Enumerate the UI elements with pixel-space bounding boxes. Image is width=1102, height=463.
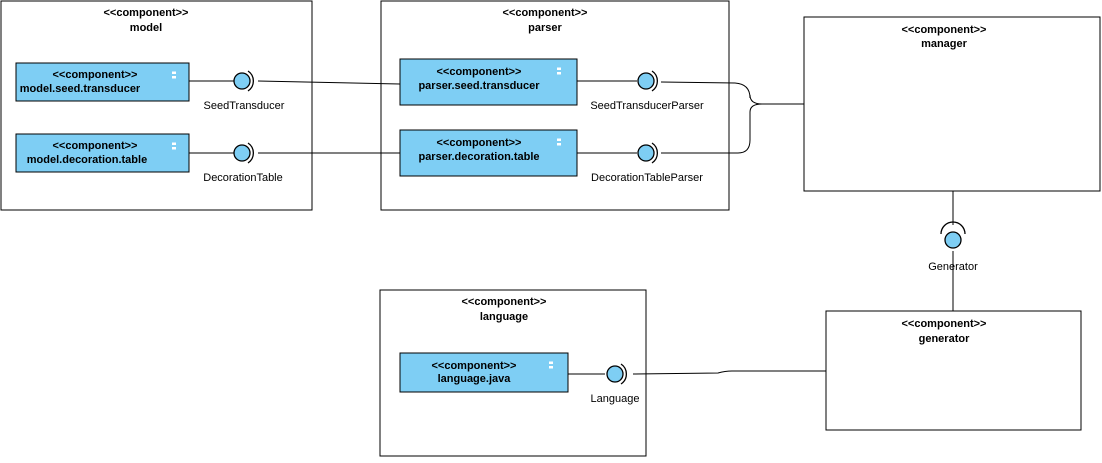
interface-label: Generator	[928, 261, 978, 273]
generator-component[interactable]: <<component>> generator	[825, 310, 1082, 431]
required-interface-socket	[651, 70, 658, 92]
language-interface[interactable]: Language	[591, 363, 640, 405]
generator-interface[interactable]: Generator	[928, 221, 978, 273]
interface-label: Language	[591, 393, 640, 405]
provided-interface-ball	[233, 144, 251, 162]
model-seed-transducer-component[interactable]: <<component>> model.seed.transducer	[15, 62, 190, 102]
stereotype-label: <<component>>	[437, 66, 522, 78]
stereotype-label: <<component>>	[53, 140, 138, 152]
required-interface-socket	[247, 70, 254, 92]
model-decoration-table-component[interactable]: <<component>> model.decoration.table	[15, 133, 190, 173]
interface-label: DecorationTable	[203, 172, 283, 184]
component-name: manager	[921, 38, 968, 50]
component-name: generator	[919, 333, 970, 345]
stereotype-label: <<component>>	[902, 318, 987, 330]
connectors	[189, 80, 954, 375]
provided-interface-ball	[637, 144, 655, 162]
required-interface-socket	[940, 221, 966, 235]
stereotype-label: <<component>>	[462, 296, 547, 308]
required-interface-socket	[620, 363, 627, 385]
component-name: parser.seed.transducer	[418, 80, 540, 92]
decoration-table-parser-interface[interactable]: DecorationTableParser	[591, 142, 703, 184]
connector-line	[257, 80, 401, 85]
connector-line	[661, 103, 763, 154]
seed-transducer-parser-interface[interactable]: SeedTransducerParser	[590, 70, 704, 112]
provided-interface-ball	[606, 365, 624, 383]
component-name: language.java	[438, 373, 512, 385]
stereotype-label: <<component>>	[437, 137, 522, 149]
stereotype-label: <<component>>	[53, 69, 138, 81]
provided-interface-ball	[944, 231, 962, 249]
stereotype-label: <<component>>	[503, 7, 588, 19]
provided-interface-ball	[637, 72, 655, 90]
component-name: parser	[528, 22, 562, 34]
provided-interface-ball	[233, 72, 251, 90]
connector-line	[632, 370, 826, 375]
interface-label: SeedTransducerParser	[590, 100, 704, 112]
component-name: model.decoration.table	[27, 154, 147, 166]
component-name: model	[130, 22, 162, 34]
required-interface-socket	[651, 142, 658, 164]
parser-decoration-table-component[interactable]: <<component>> parser.decoration.table	[399, 129, 578, 177]
seed-transducer-interface[interactable]: SeedTransducer	[204, 70, 285, 112]
component-name: parser.decoration.table	[418, 151, 539, 163]
interface-label: DecorationTableParser	[591, 172, 703, 184]
component-name: language	[480, 311, 528, 323]
required-interface-socket	[247, 142, 254, 164]
manager-component[interactable]: <<component>> manager	[803, 16, 1101, 192]
component-name: model.seed.transducer	[20, 83, 141, 95]
parser-seed-transducer-component[interactable]: <<component>> parser.seed.transducer	[399, 58, 578, 106]
interface-label: SeedTransducer	[204, 100, 285, 112]
connector-line	[660, 81, 804, 105]
language-java-component[interactable]: <<component>> language.java	[399, 352, 569, 393]
stereotype-label: <<component>>	[104, 7, 189, 19]
decoration-table-interface[interactable]: DecorationTable	[203, 142, 283, 184]
model-component[interactable]: <<component>> model	[0, 0, 313, 211]
stereotype-label: <<component>>	[432, 360, 517, 372]
stereotype-label: <<component>>	[902, 24, 987, 36]
